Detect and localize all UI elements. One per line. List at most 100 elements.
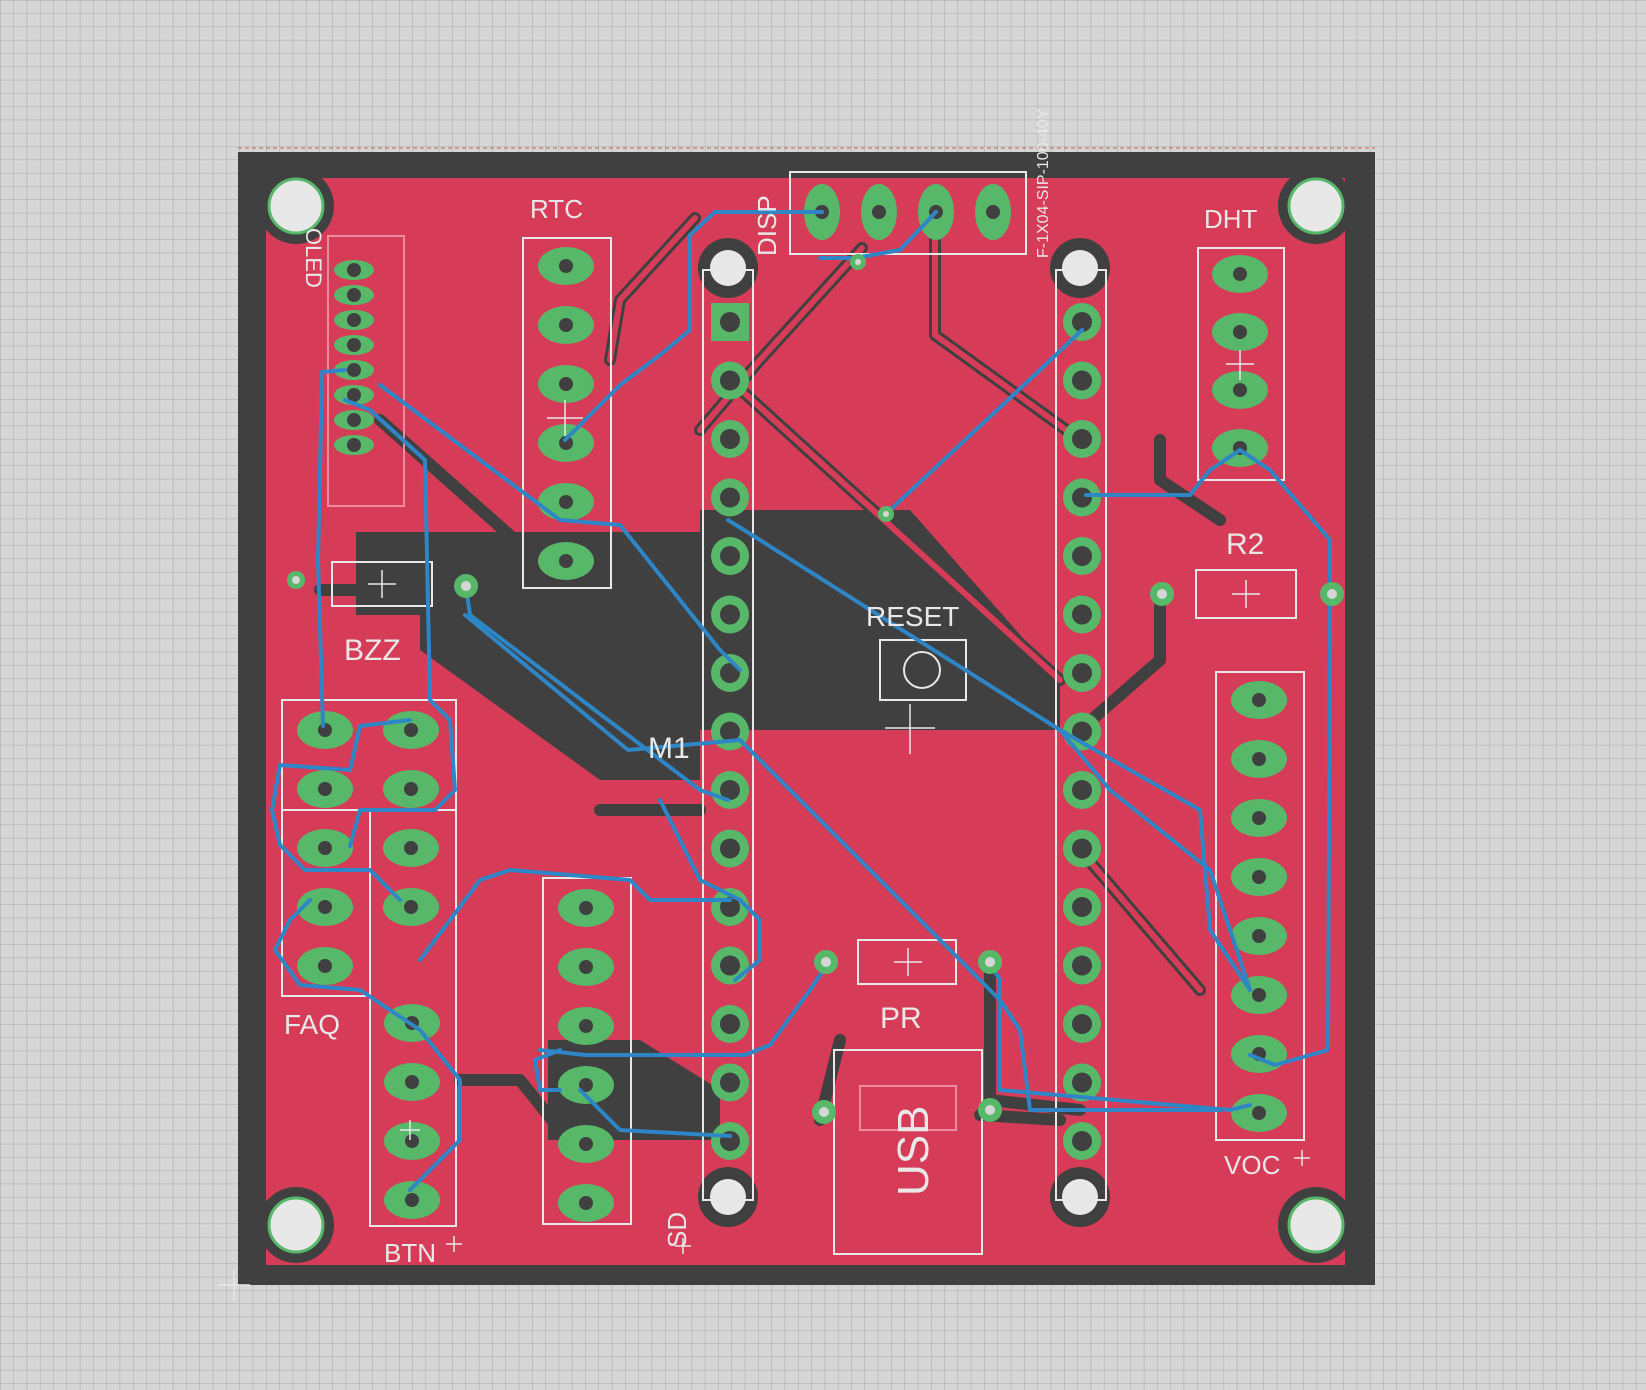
faq-left-pad-3[interactable]: [297, 829, 353, 867]
vias[interactable]: [287, 254, 1344, 1124]
mounting-hole-bl: [258, 1187, 334, 1263]
top-copper-traces-fill: [607, 215, 1203, 993]
label-btn: BTN: [384, 1238, 436, 1268]
m1-left-pad-3[interactable]: [711, 420, 749, 458]
label-disp: DISP: [752, 195, 782, 256]
voc-pad-7[interactable]: [1231, 1035, 1287, 1073]
m1-left-pad-12[interactable]: [711, 946, 749, 985]
mounting-hole-m1-tl: [698, 238, 758, 298]
voc-pad-1[interactable]: [1231, 681, 1287, 719]
mounting-hole-m1-bl: [698, 1167, 758, 1227]
label-r2: R2: [1226, 528, 1264, 561]
dht-pad-2[interactable]: [1212, 313, 1268, 351]
label-reset: RESET: [866, 601, 959, 632]
m1-right-pad-12[interactable]: [1063, 946, 1101, 985]
label-sd: SD: [662, 1212, 692, 1248]
voc-pad-4[interactable]: [1231, 858, 1287, 896]
m1-left-pad-14[interactable]: [711, 1063, 749, 1102]
oled-pad-5[interactable]: [334, 360, 374, 380]
m1-left-pad-7[interactable]: [711, 654, 749, 692]
rtc-pad-6[interactable]: [538, 542, 594, 580]
voc-pad-6[interactable]: [1231, 976, 1287, 1014]
faq-right-pad-3[interactable]: [383, 829, 439, 867]
label-pr: PR: [880, 1002, 922, 1035]
oled-pad-8[interactable]: [334, 435, 374, 455]
m1-left-pad-10[interactable]: [711, 829, 749, 868]
mounting-hole-br: [1278, 1187, 1354, 1263]
voc-pad-8[interactable]: [1231, 1094, 1287, 1132]
m1-right-pad-10[interactable]: [1063, 829, 1101, 868]
oled-pad-2[interactable]: [334, 285, 374, 305]
faq-left-pad-5[interactable]: [297, 947, 353, 985]
label-rtc: RTC: [530, 194, 583, 224]
disp-pad-4[interactable]: [975, 184, 1011, 240]
m1-right-pad-6[interactable]: [1063, 595, 1101, 634]
oled-pad-1[interactable]: [334, 260, 374, 280]
oled-pad-7[interactable]: [334, 410, 374, 430]
mounting-hole-tl: [258, 168, 334, 244]
label-voc: VOC: [1224, 1150, 1280, 1180]
dht-pad-3[interactable]: [1212, 371, 1268, 409]
m1-right-pad-8[interactable]: [1063, 712, 1101, 751]
m1-left-pad-13[interactable]: [711, 1005, 749, 1043]
voc-pad-2[interactable]: [1231, 740, 1287, 778]
sd-pad-2[interactable]: [558, 948, 614, 986]
m1-left-pad-6[interactable]: [711, 595, 749, 634]
rtc-pad-1[interactable]: [538, 247, 594, 285]
label-disp-part: F-1X04-SIP-100-40Y: [1035, 108, 1052, 258]
m1-left-pad-15[interactable]: [711, 1122, 749, 1160]
label-usb: USB: [889, 1106, 938, 1196]
oled-pad-3[interactable]: [334, 310, 374, 330]
sd-pad-4[interactable]: [558, 1066, 614, 1104]
rtc-pad-4[interactable]: [538, 424, 594, 462]
mounting-holes[interactable]: [258, 168, 1354, 1263]
label-oled: OLED: [301, 228, 326, 288]
btn-pad-4[interactable]: [384, 1181, 440, 1219]
rtc-pad-3[interactable]: [538, 365, 594, 403]
rtc-pad-2[interactable]: [538, 306, 594, 344]
m1-right-pad-7[interactable]: [1063, 654, 1101, 692]
faq-right-pad-1[interactable]: [383, 711, 439, 749]
usb-keepout: [859, 1085, 957, 1131]
m1-right-pad-11[interactable]: [1063, 888, 1101, 926]
m1-left-pad-5[interactable]: [711, 537, 749, 575]
m1-right-pad-1[interactable]: [1063, 303, 1101, 341]
m1-right-pad-2[interactable]: [1063, 361, 1101, 400]
mounting-hole-tr: [1278, 168, 1354, 244]
sd-pad-1[interactable]: [558, 889, 614, 927]
dht-pad-1[interactable]: [1212, 255, 1268, 293]
label-bzz: BZZ: [344, 634, 401, 667]
faq-right-pad-2[interactable]: [383, 770, 439, 808]
m1-right-pad-4[interactable]: [1063, 478, 1101, 517]
sd-pad-6[interactable]: [558, 1184, 614, 1222]
faq-left-pad-1[interactable]: [297, 711, 353, 749]
rtc-pad-5[interactable]: [538, 483, 594, 521]
m1-left-pad-4[interactable]: [711, 478, 749, 517]
m1-right-pad-9[interactable]: [1063, 771, 1101, 809]
mounting-hole-m1-tr: [1050, 238, 1110, 298]
voc-pad-3[interactable]: [1231, 799, 1287, 837]
faq-left-pad-2[interactable]: [297, 770, 353, 808]
sd-pad-5[interactable]: [558, 1125, 614, 1163]
component-outlines: [281, 171, 1305, 1255]
btn-pad-2[interactable]: [384, 1063, 440, 1101]
oled-pad-4[interactable]: [334, 335, 374, 355]
pads-layer[interactable]: [297, 184, 1287, 1222]
m1-right-pad-3[interactable]: [1063, 420, 1101, 458]
m1-right-pad-13[interactable]: [1063, 1005, 1101, 1043]
label-m1: M1: [648, 732, 690, 765]
voc-pad-5[interactable]: [1231, 917, 1287, 955]
disp-pad-2[interactable]: [861, 184, 897, 240]
btn-pad-3[interactable]: [384, 1122, 440, 1160]
sd-pad-3[interactable]: [558, 1007, 614, 1045]
m1-left-pad-9[interactable]: [711, 771, 749, 809]
reset-button-actuator[interactable]: [903, 651, 941, 689]
m1-right-pad-15[interactable]: [1063, 1122, 1101, 1160]
m1-left-pad-1[interactable]: [711, 303, 749, 341]
m1-right-pad-5[interactable]: [1063, 537, 1101, 575]
label-faq: FAQ: [284, 1009, 340, 1040]
faq-left-pad-4[interactable]: [297, 888, 353, 926]
m1-left-pad-2[interactable]: [711, 361, 749, 400]
m1-right-pad-14[interactable]: [1063, 1063, 1101, 1102]
